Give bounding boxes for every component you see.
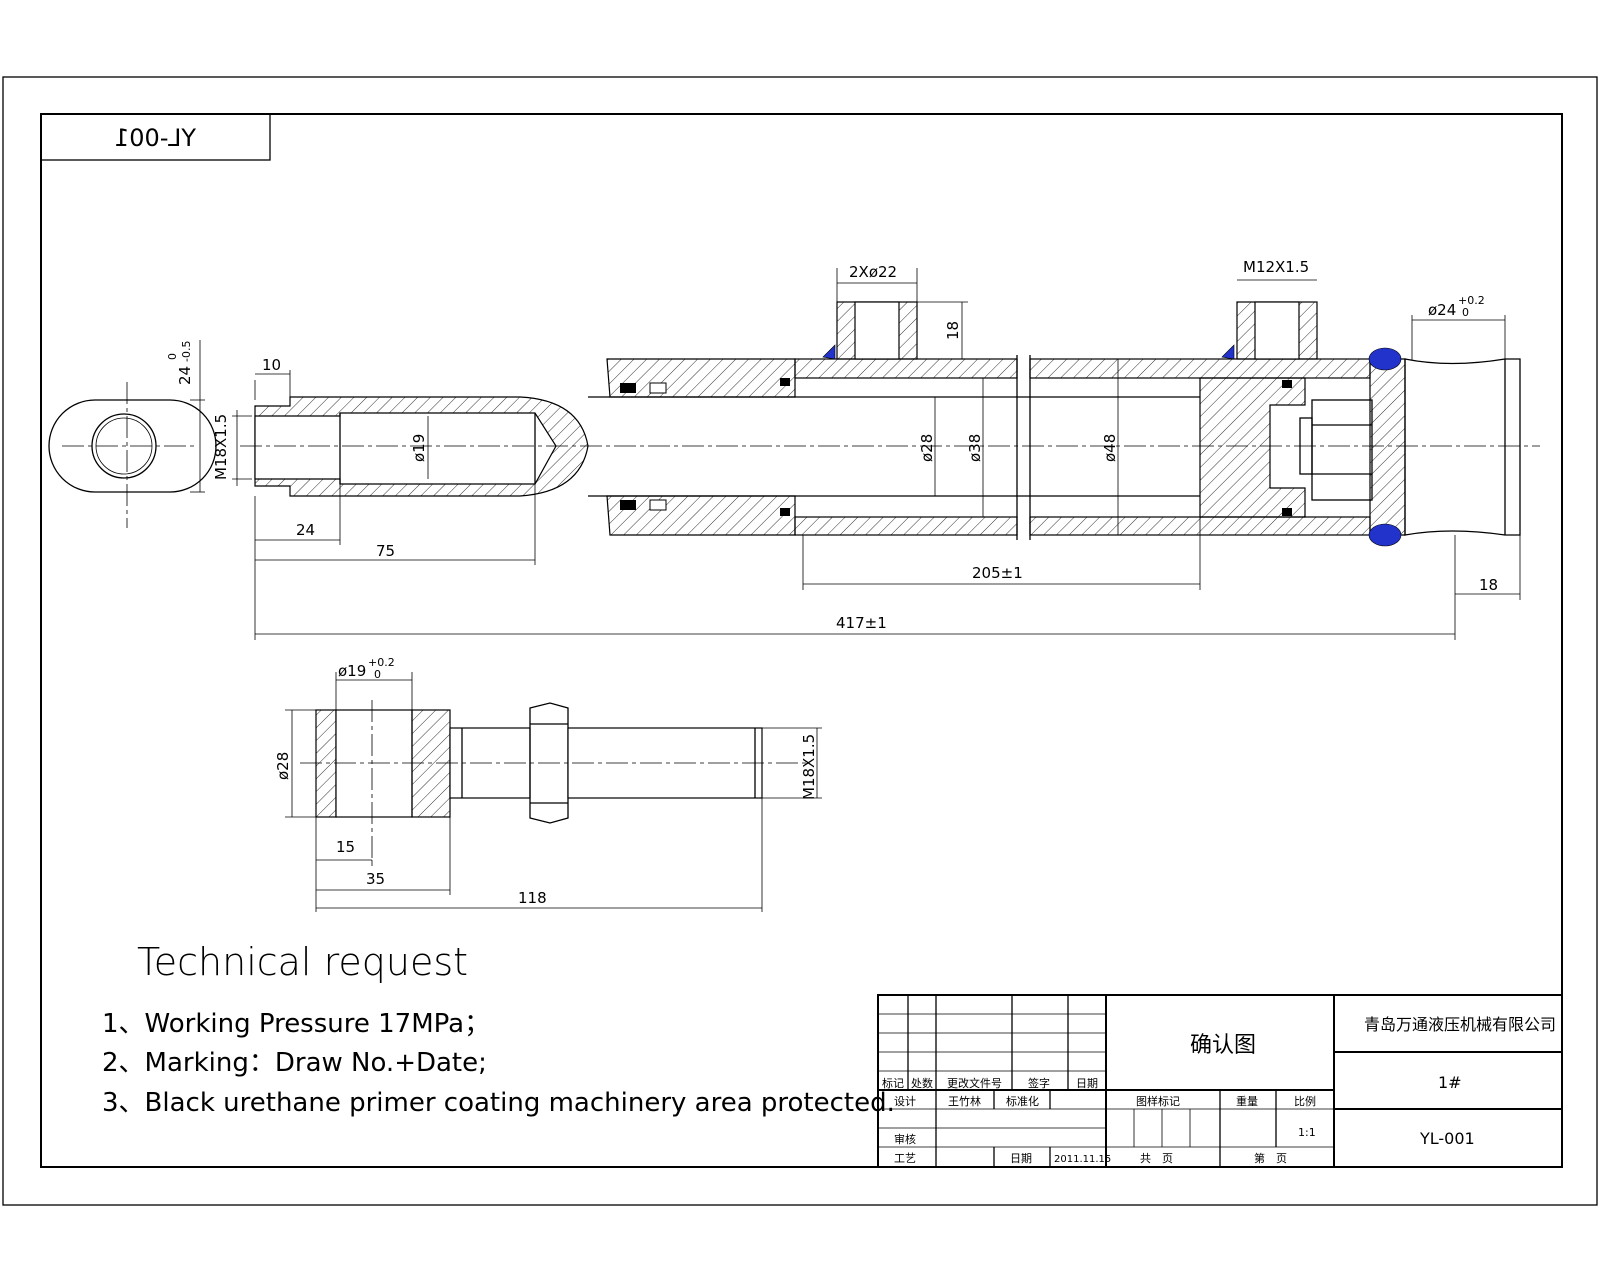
tb-date-value: 2011.11.15 (1054, 1154, 1111, 1165)
dim-eye-width: 24 (176, 366, 194, 385)
tb-designer: 王竹林 (948, 1094, 981, 1108)
dim-total-len: 417±1 (836, 614, 887, 632)
dim-pin-bore: ø24 (1428, 301, 1456, 319)
tb-company: 青岛万通液压机械有限公司 (1364, 1015, 1556, 1034)
dim-thread-len: 24 (296, 521, 315, 539)
detail-thread: M18X1.5 (800, 734, 818, 800)
dim-rod-thread: M18X1.5 (212, 414, 230, 480)
tb-check: 审核 (894, 1132, 916, 1146)
technical-item-1: 1、Working Pressure 17MPa； (102, 1009, 490, 1039)
tb-drawing-title: 确认图 (1190, 1033, 1256, 1058)
dim-rod-depth: 75 (376, 542, 395, 560)
technical-request: Technical request 1、Working Pressure 17M… (102, 940, 895, 1118)
outer-border (2, 76, 1598, 1206)
detail-view: ø19 +0.2 0 ø28 M18X1.5 15 35 118 (274, 656, 822, 912)
tb-scale: 比例 (1294, 1094, 1316, 1108)
tb-design: 设计 (894, 1095, 916, 1108)
detail-bore: ø19 (338, 662, 366, 680)
detail-len-118: 118 (518, 889, 547, 907)
tb-scale-value: 1:1 (1298, 1126, 1316, 1139)
detail-len-15: 15 (336, 838, 355, 856)
technical-title: Technical request (137, 940, 468, 984)
inner-border (40, 113, 1563, 1168)
dim-port-height: 18 (944, 321, 962, 340)
tb-mark: 标记 (882, 1076, 904, 1090)
tb-sample-mark: 图样标记 (1136, 1094, 1180, 1108)
dim-bore-19: ø19 (410, 434, 428, 462)
tb-date-label: 日期 (1010, 1152, 1032, 1165)
dim-piston-dia: ø38 (966, 434, 984, 462)
dim-port-thread: M12X1.5 (1243, 258, 1309, 276)
tb-date: 日期 (1076, 1077, 1098, 1090)
detail-len-35: 35 (366, 870, 385, 888)
technical-item-2: 2、Marking：Draw No.+Date; (102, 1048, 487, 1078)
tb-total-pages: 共 页 (1140, 1152, 1173, 1165)
detail-bore-tol-lower: 0 (374, 668, 381, 681)
dim-pin-bore-tol-lower: 0 (1462, 306, 1469, 319)
tb-process: 工艺 (894, 1152, 916, 1165)
rod-eye-view: 24 0 -0.5 (48, 340, 217, 528)
tb-count: 处数 (911, 1077, 933, 1090)
dim-rod-end-len: 10 (262, 356, 281, 374)
dim-tube-dia: ø48 (1101, 434, 1119, 462)
cylinder-body: 2Xø22 18 M12X1.5 ø28 ø38 ø48 ø24 +0.2 0 … (255, 258, 1521, 640)
dim-port-pair: 2Xø22 (849, 263, 897, 281)
mirrored-code-box: YL-001 (40, 113, 271, 161)
dim-eye-tol-lower: -0.5 (180, 341, 193, 362)
tb-weight: 重量 (1236, 1094, 1258, 1108)
dim-pin-bore-tol-upper: +0.2 (1458, 294, 1485, 307)
tb-sign: 签字 (1028, 1076, 1050, 1090)
technical-item-3: 3、Black urethane primer coating machiner… (102, 1088, 895, 1118)
tb-drawing-no: YL-001 (1419, 1129, 1475, 1148)
tb-page-no: 第 页 (1254, 1151, 1287, 1165)
dim-stroke: 205±1 (972, 564, 1023, 582)
dim-eye-tol-upper: 0 (166, 353, 179, 360)
mirrored-code: YL-001 (114, 124, 197, 152)
tb-change-doc: 更改文件号 (947, 1076, 1002, 1090)
detail-bore-tol-upper: +0.2 (368, 656, 395, 669)
dim-end-len: 18 (1479, 576, 1498, 594)
tb-standardize: 标准化 (1006, 1094, 1039, 1108)
title-block: 标记 处数 更改文件号 签字 日期 设计 王竹林 标准化 审核 工艺 日期 20… (877, 994, 1563, 1168)
tb-part-no: 1# (1438, 1073, 1462, 1092)
detail-outer-dia: ø28 (274, 752, 292, 780)
dim-rod-dia: ø28 (918, 434, 936, 462)
rod-section: M18X1.5 10 ø19 24 75 (212, 356, 1540, 640)
